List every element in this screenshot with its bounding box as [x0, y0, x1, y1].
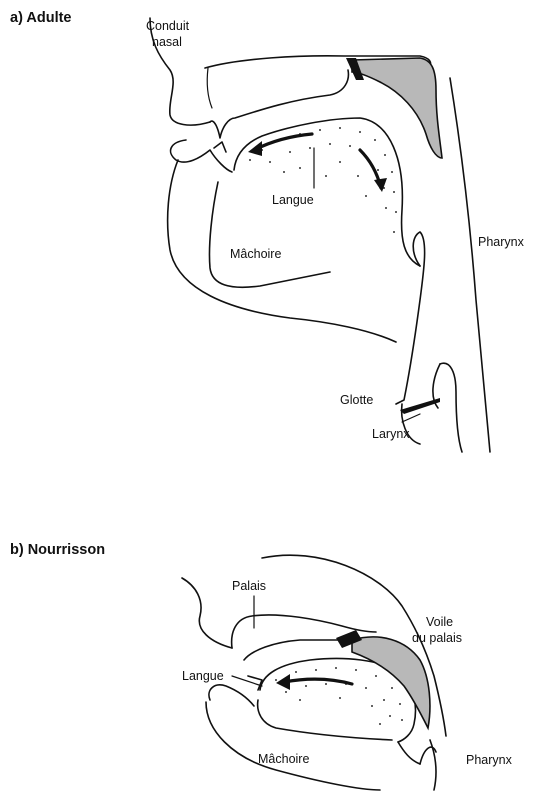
infant-tongue-leader	[232, 676, 262, 686]
adult-panel-title: a) Adulte	[10, 10, 72, 26]
infant-tongue-arrowhead	[276, 674, 290, 690]
adult-label-nasal-line2: nasal	[152, 35, 182, 49]
adult-larynx-leader	[402, 414, 420, 422]
infant-label-palate: Palais	[232, 579, 266, 593]
adult-arytenoid	[440, 363, 462, 452]
infant-pharynx-front	[398, 742, 420, 764]
infant-label-jaw: Mâchoire	[258, 752, 309, 766]
adult-label-larynx: Larynx	[372, 427, 410, 441]
adult-tongue-outline	[234, 118, 420, 266]
infant-tongue-arrow	[284, 679, 352, 684]
adult-label-tongue: Langue	[272, 193, 314, 207]
adult-label-glottis: Glotte	[340, 393, 373, 407]
infant-palate-lower	[244, 640, 342, 660]
adult-glottis-mark	[400, 398, 440, 414]
adult-upper-lip	[210, 70, 348, 138]
adult-velum	[352, 58, 442, 158]
infant-label-tongue: Langue	[182, 669, 224, 683]
adult-panel: a) Adulte	[10, 10, 525, 452]
adult-lower-teeth	[214, 142, 226, 152]
adult-label-jaw: Mâchoire	[230, 247, 281, 261]
adult-nasal-septum	[207, 68, 212, 108]
infant-velum	[352, 637, 430, 728]
adult-tongue-arrowhead-back	[374, 178, 387, 192]
infant-face-outline	[182, 578, 232, 648]
infant-chin-jaw	[206, 702, 380, 790]
infant-label-velum-line2: du palais	[412, 631, 462, 645]
adult-chin-jaw	[168, 160, 396, 342]
infant-panel-title: b) Nourrisson	[10, 542, 105, 558]
infant-lower-lip	[209, 685, 254, 706]
infant-tongue-texture	[275, 667, 403, 725]
infant-label-pharynx: Pharynx	[466, 753, 513, 767]
infant-label-velum-line1: Voile	[426, 615, 453, 629]
adult-label-nasal-line1: Conduit	[146, 19, 190, 33]
infant-panel: b) Nourrisson	[10, 542, 513, 790]
adult-label-pharynx: Pharynx	[478, 235, 525, 249]
